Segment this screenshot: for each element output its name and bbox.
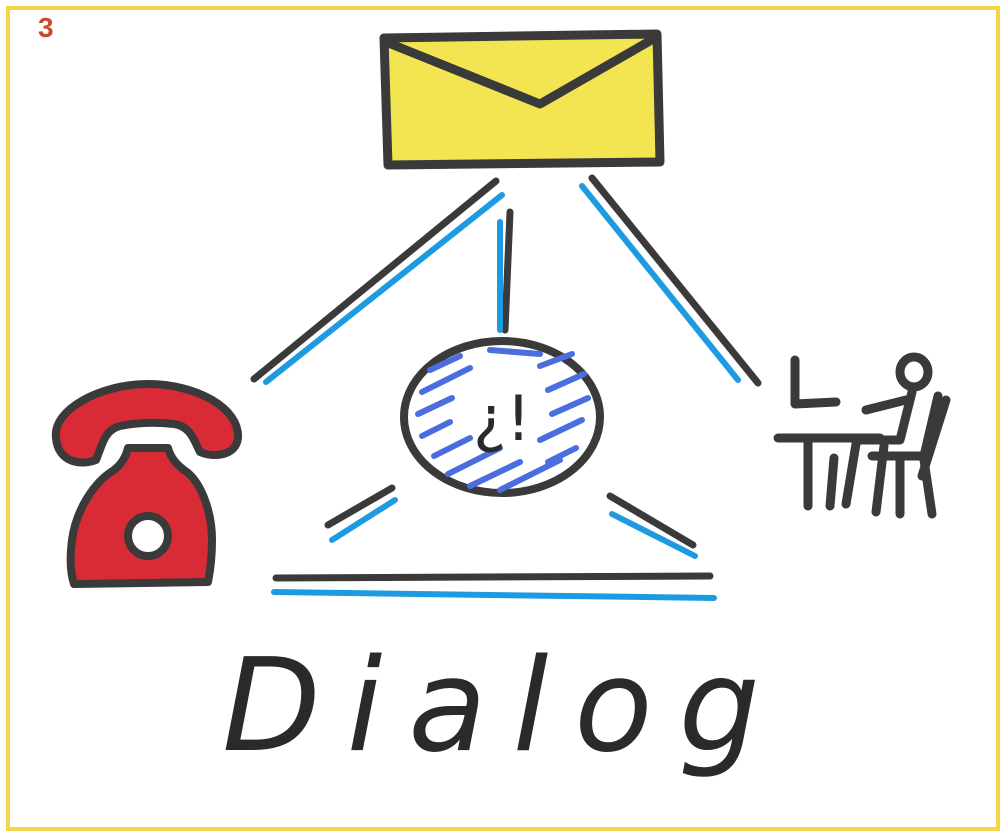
question-exclamation-icon: ¿!	[404, 341, 600, 493]
card-title: Dialog	[0, 630, 1008, 784]
person-at-desk-icon	[778, 357, 946, 514]
envelope-icon	[384, 34, 660, 165]
telephone-icon	[56, 384, 238, 584]
center-symbol-text: ¿!	[473, 382, 531, 455]
